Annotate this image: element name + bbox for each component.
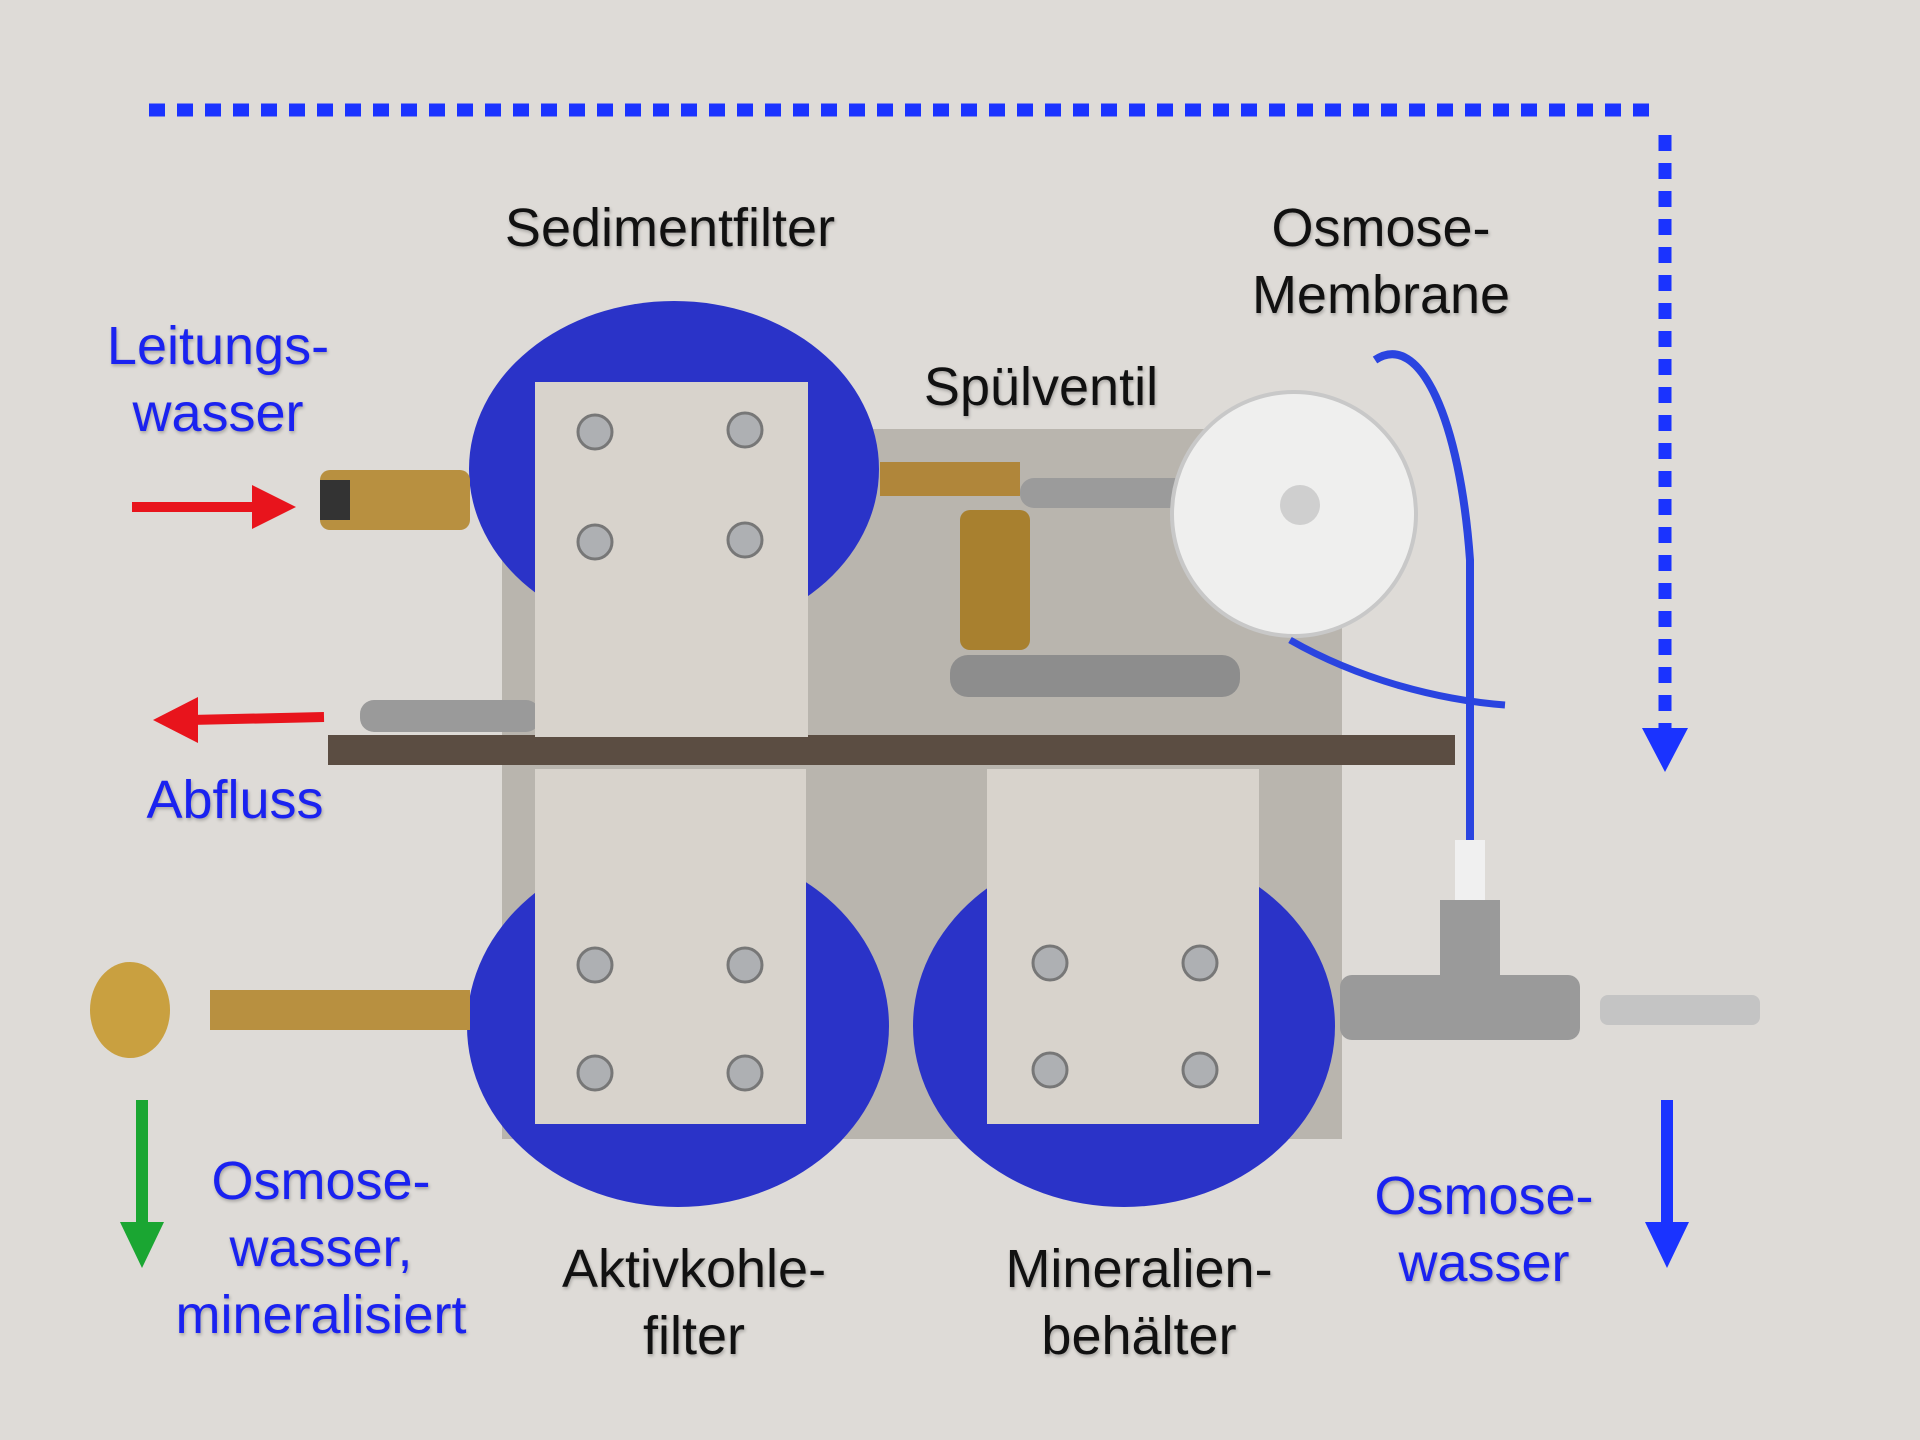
label-line: Osmose- <box>211 1151 431 1211</box>
steel-pipe <box>950 655 1240 697</box>
label-line: Membrane <box>1251 265 1511 325</box>
top-mounting-plate <box>535 382 808 737</box>
label-line: wasser <box>1398 1233 1570 1293</box>
label-line: Leitungs- <box>106 316 330 376</box>
inlet-fitting <box>320 470 470 530</box>
drain-pipe <box>360 700 540 732</box>
label-tap-water: Leitungs- wasser <box>107 313 329 447</box>
label-osmosis-water: Osmose- wasser <box>1374 1163 1593 1297</box>
brass-pipe <box>880 462 1020 496</box>
mineralized-water-arrow <box>120 1100 164 1268</box>
label-line: Osmose- <box>1271 198 1491 258</box>
ball-valve-handle <box>1600 995 1760 1025</box>
blue-tube <box>1372 350 1474 840</box>
label-line: behälter <box>1041 1306 1237 1366</box>
label-drain: Abfluss <box>146 770 324 830</box>
brass-tap <box>90 962 170 1058</box>
label-line: mineralisiert <box>175 1285 467 1345</box>
steel-tee <box>1340 975 1580 1040</box>
osmosis-water-arrow <box>1645 1100 1689 1268</box>
label-line: Mineralien- <box>1005 1239 1273 1299</box>
label-line: Aktivkohle- <box>561 1239 827 1299</box>
label-mineral-container: Mineralien- behälter <box>1005 1236 1272 1370</box>
outlet-brass-pipe <box>210 990 470 1030</box>
bottom-left-mounting-plate <box>535 769 806 1124</box>
label-line: filter <box>642 1306 745 1366</box>
label-osmosis-membrane: Osmose- Membrane <box>1252 195 1510 329</box>
tap-water-inflow-arrow <box>132 485 296 529</box>
label-activated-carbon-filter: Aktivkohle- filter <box>562 1236 826 1370</box>
label-line: Osmose- <box>1374 1166 1594 1226</box>
label-flush-valve: Spülventil <box>923 357 1159 417</box>
shelf-board <box>328 735 1455 765</box>
label-line: wasser, <box>229 1218 413 1278</box>
flush-valve <box>960 510 1030 650</box>
dotted-arrowhead <box>1642 728 1688 772</box>
drain-arrow <box>153 697 325 743</box>
label-line: wasser <box>132 383 304 443</box>
label-mineralized-water: Osmose- wasser, mineralisiert <box>175 1148 466 1349</box>
label-sediment-filter: Sedimentfilter <box>504 198 836 258</box>
